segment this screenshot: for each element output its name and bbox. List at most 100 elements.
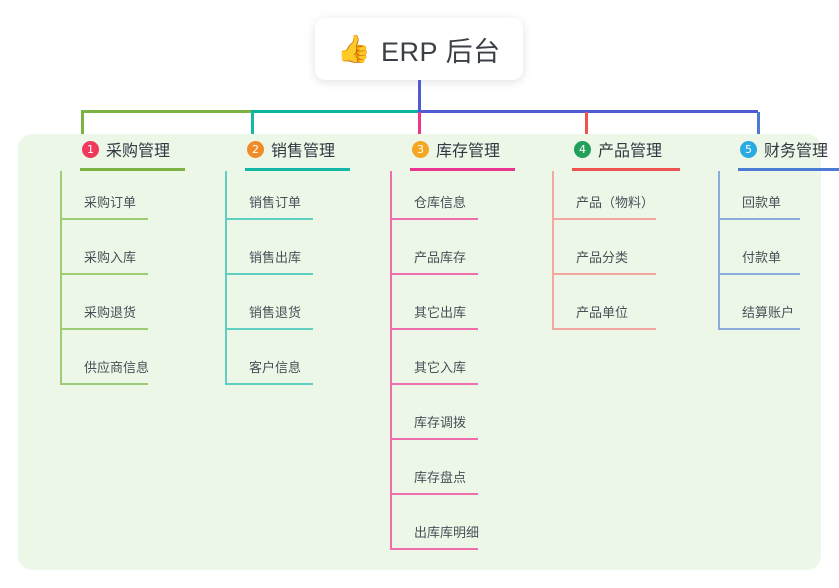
leaf-node[interactable]: 仓库信息 [390,194,478,220]
column-header-product[interactable]: 4 产品管理 [552,134,680,178]
leaf-node[interactable]: 付款单 [718,249,800,275]
column-header-row: 5 财务管理 [718,134,828,164]
leaf-underline [60,328,148,330]
column-inventory: 3 库存管理仓库信息产品库存其它出库其它入库库存调拨库存盘点出库库明细 [390,134,515,550]
leaf-underline [390,383,478,385]
leaf-underline [390,328,478,330]
root-connector-stem [418,80,421,111]
stem-finance [757,112,760,154]
leaf-node[interactable]: 采购入库 [60,249,148,275]
leaf-label: 仓库信息 [414,195,467,210]
stem-sales [251,112,254,154]
leaf-label: 销售退货 [249,305,302,320]
leaf-node[interactable]: 产品（物料） [552,194,656,220]
leaf-label: 产品库存 [414,250,467,265]
leaf-node[interactable]: 供应商信息 [60,359,150,385]
badge-number-finance: 5 [740,140,757,158]
leaf-label: 出库库明细 [414,525,480,540]
leaf-node[interactable]: 产品库存 [390,249,478,275]
column-underline-purchase [80,168,185,171]
badge-number-product: 4 [574,140,591,158]
leaf-label: 采购订单 [84,195,137,210]
leaf-underline [390,548,478,550]
leaf-label: 产品单位 [576,305,629,320]
column-header-row: 2 销售管理 [225,134,335,164]
column-header-finance[interactable]: 5 财务管理 [718,134,839,178]
leaf-label: 其它入库 [414,360,467,375]
root-node-content: 👍 ERP 后台 [337,30,500,69]
column-header-inventory[interactable]: 3 库存管理 [390,134,515,178]
root-node[interactable]: 👍 ERP 后台 [315,18,523,80]
leaf-node[interactable]: 产品分类 [552,249,656,275]
column-spine-sales [225,171,227,383]
leaf-label: 库存盘点 [414,470,467,485]
badge-number-sales: 2 [247,140,264,158]
leaf-label: 客户信息 [249,360,302,375]
column-spine-product [552,171,554,328]
leaf-node[interactable]: 销售订单 [225,194,313,220]
leaf-node[interactable]: 销售出库 [225,249,313,275]
column-underline-product [572,168,680,171]
leaf-label: 销售出库 [249,250,302,265]
leaf-node[interactable]: 库存盘点 [390,469,478,495]
leaf-underline [718,218,800,220]
leaf-label: 其它出库 [414,305,467,320]
leaf-label: 库存调拨 [414,415,467,430]
leaf-label: 付款单 [742,250,782,265]
leaf-underline [60,273,148,275]
badge-number-inventory: 3 [412,140,429,158]
column-header-purchase[interactable]: 1 采购管理 [60,134,185,178]
leaf-node[interactable]: 销售退货 [225,304,313,330]
column-title-finance: 财务管理 [764,143,829,160]
leaf-label: 结算账户 [742,305,795,320]
leaf-underline [225,218,313,220]
column-title-product: 产品管理 [598,143,663,160]
column-title-purchase: 采购管理 [106,143,171,160]
leaf-node[interactable]: 客户信息 [225,359,313,385]
leaf-node[interactable]: 采购退货 [60,304,148,330]
stem-purchase [81,112,84,154]
column-spine-finance [718,171,720,328]
leaf-label: 回款单 [742,195,782,210]
leaf-underline [60,383,148,385]
leaf-node[interactable]: 采购订单 [60,194,148,220]
leaf-underline [552,218,656,220]
column-header-sales[interactable]: 2 销售管理 [225,134,350,178]
bus-teal [251,110,418,113]
leaf-node[interactable]: 出库库明细 [390,524,480,550]
leaf-label: 产品分类 [576,250,629,265]
leaf-underline [60,218,148,220]
leaf-underline [552,273,656,275]
leaf-node[interactable]: 回款单 [718,194,800,220]
stem-inventory [418,112,421,154]
leaf-label: 采购退货 [84,305,137,320]
leaf-node[interactable]: 其它出库 [390,304,478,330]
leaf-underline [225,328,313,330]
column-spine-purchase [60,171,62,383]
bus-green [81,110,251,113]
leaf-underline [390,218,478,220]
root-title: ERP 后台 [381,36,501,67]
column-title-inventory: 库存管理 [436,143,501,160]
leaf-label: 销售订单 [249,195,302,210]
leaf-underline [390,493,478,495]
badge-number-purchase: 1 [82,140,99,158]
column-header-row: 4 产品管理 [552,134,662,164]
column-underline-finance [738,168,839,171]
column-sales: 2 销售管理销售订单销售出库销售退货客户信息 [225,134,350,385]
column-underline-inventory [410,168,515,171]
column-header-row: 1 采购管理 [60,134,170,164]
column-header-row: 3 库存管理 [390,134,500,164]
column-product: 4 产品管理产品（物料） 产品分类产品单位 [552,134,680,330]
leaf-label: 采购入库 [84,250,137,265]
leaf-node[interactable]: 产品单位 [552,304,656,330]
leaf-node[interactable]: 库存调拨 [390,414,478,440]
leaf-underline [552,328,656,330]
column-finance: 5 财务管理回款单付款单结算账户 [718,134,839,330]
leaf-node[interactable]: 其它入库 [390,359,478,385]
leaf-underline [225,383,313,385]
leaf-label: 供应商信息 [84,360,150,375]
leaf-node[interactable]: 结算账户 [718,304,800,330]
leaf-underline [390,438,478,440]
column-title-sales: 销售管理 [271,143,336,160]
